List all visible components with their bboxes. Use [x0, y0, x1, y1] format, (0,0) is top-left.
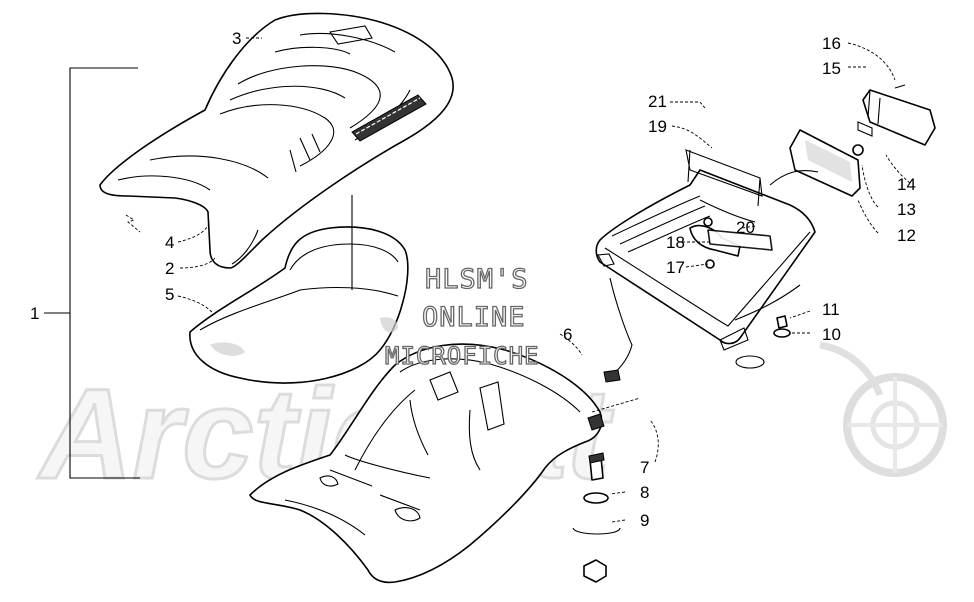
callout-3: 3 [232, 29, 241, 48]
callout-6: 6 [563, 325, 572, 344]
callout-2: 2 [165, 259, 174, 278]
callout-21: 21 [648, 92, 667, 111]
callout-7: 7 [640, 458, 649, 477]
seat-base-part [249, 343, 605, 584]
callout-1: 1 [30, 304, 39, 323]
callout-labels: 1 2 3 4 5 6 7 8 9 10 11 12 13 14 15 16 1… [30, 29, 916, 530]
tail-light-part [769, 84, 936, 197]
watermark-line-3: MICROFICHE [385, 342, 540, 370]
watermark-line-2: ONLINE [422, 302, 526, 333]
callout-9: 9 [640, 511, 649, 530]
assembly-bracket [44, 67, 140, 479]
callout-18: 18 [666, 233, 685, 252]
callout-10: 10 [822, 325, 841, 344]
callout-15: 15 [822, 59, 841, 78]
rear-rack-part [595, 149, 816, 383]
callout-5: 5 [165, 285, 174, 304]
seat-cover-part [99, 12, 454, 269]
leader-lines [125, 37, 911, 523]
callout-12: 12 [897, 226, 916, 245]
callout-16: 16 [822, 34, 841, 53]
fastener-hardware [572, 397, 641, 583]
watermark-line-1: HLSM'S [425, 264, 529, 295]
watermark-wheel-icon [819, 341, 947, 477]
callout-13: 13 [897, 200, 916, 219]
seat-foam-part [189, 226, 409, 384]
seat-logo-decal [351, 94, 427, 142]
callout-8: 8 [640, 483, 649, 502]
callout-11: 11 [822, 300, 840, 319]
callout-19: 19 [648, 117, 667, 136]
watermark-text: HLSM'S ONLINE MICROFICHE [384, 263, 540, 370]
rack-hardware [703, 217, 791, 369]
callout-14: 14 [897, 175, 916, 194]
callout-4: 4 [165, 233, 174, 252]
callout-20: 20 [736, 218, 755, 237]
callout-17: 17 [666, 258, 685, 277]
